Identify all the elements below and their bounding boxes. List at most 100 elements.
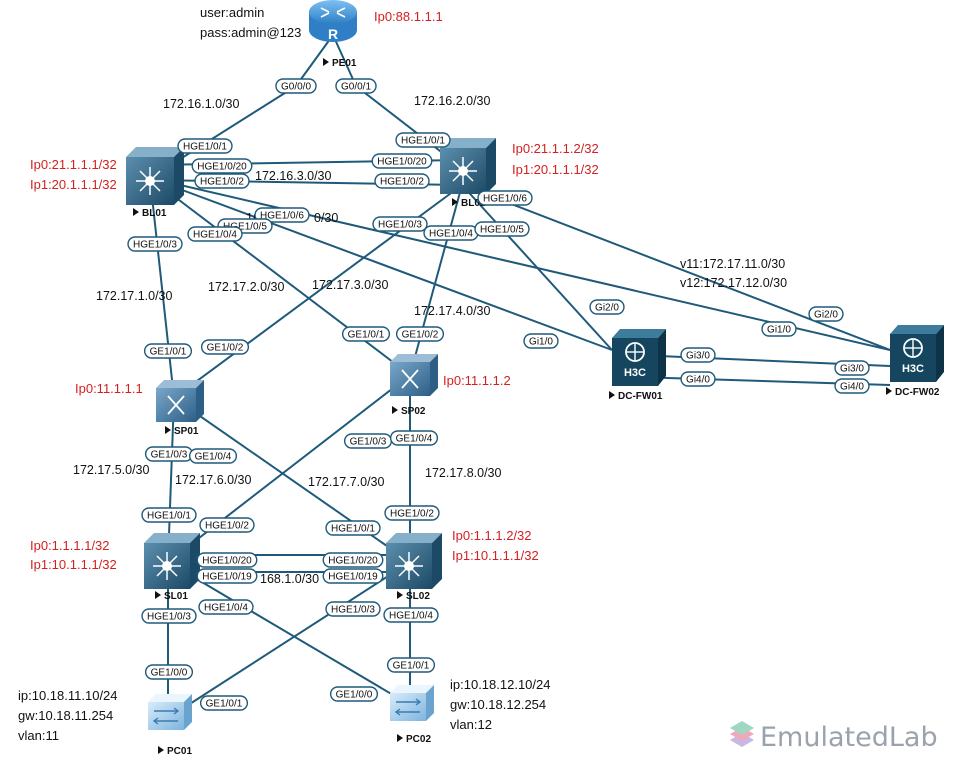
pc01-gateway: gw:10.18.11.254 [18, 708, 113, 723]
switch-icon [394, 698, 422, 716]
port-label: HGE1/0/4 [423, 225, 479, 241]
label-pe01: PE01 [323, 58, 357, 69]
subnet-label: 172.17.1.0/30 [96, 289, 173, 303]
port-label: HGE1/0/2 [384, 505, 440, 521]
subnet-label: 172.16.1.0/30 [163, 97, 240, 111]
port-label: HGE1/0/5 [474, 221, 530, 237]
subnet-label: 172.17.4.0/30 [414, 304, 491, 318]
port-label: GE1/0/3 [144, 446, 194, 462]
pc01-ip: ip:10.18.11.10/24 [18, 688, 118, 703]
port-label: HGE1/0/4 [383, 607, 439, 623]
subnet-label: 172.16.2.0/30 [414, 94, 491, 108]
port-label: HGE1/0/1 [141, 507, 197, 523]
device-dc-fw01[interactable]: H3C [612, 329, 666, 386]
port-label-text: GE1/0/1 [206, 699, 243, 710]
sl02-loopback1: Ip1:10.1.1.1/32 [452, 548, 539, 563]
port-label: HGE1/0/20 [191, 158, 253, 174]
pc02-gateway: gw:10.18.12.254 [450, 697, 546, 712]
label-sl01: SL01 [155, 591, 188, 602]
port-label: Gi1/0 [761, 321, 797, 337]
firewall-icon [625, 342, 645, 362]
port-label-text: HGE1/0/5 [223, 222, 267, 233]
port-label: HGE1/0/3 [325, 601, 381, 617]
port-label: HGE1/0/4 [198, 599, 254, 615]
port-label: Gi4/0 [834, 378, 870, 394]
port-label-text: G0/0/1 [341, 82, 371, 93]
sl02-loopback0: Ip0:1.1.1.2/32 [452, 528, 532, 543]
device-sl01[interactable] [144, 533, 200, 589]
port-label-text: GE1/0/1 [348, 330, 385, 341]
port-label-text: GE1/0/0 [151, 668, 188, 679]
device-pe01[interactable]: R [309, 0, 357, 42]
device-pc02[interactable] [390, 685, 434, 721]
device-dc-fw02[interactable]: H3C [890, 325, 944, 382]
subnet-label: 172.17.8.0/30 [425, 466, 502, 480]
port-label: HGE1/0/6 [254, 207, 310, 223]
port-label-text: HGE1/0/20 [377, 157, 427, 168]
label-dc-fw02: DC-FW02 [886, 387, 940, 398]
port-label-text: HGE1/0/5 [480, 225, 524, 236]
svg-text:BL01: BL01 [142, 208, 167, 219]
watermark: EmulatedLab [730, 721, 938, 753]
port-label: GE1/0/2 [200, 339, 250, 355]
port-label-text: Gi4/0 [686, 375, 710, 386]
port-label: GE1/0/3 [343, 433, 393, 449]
svg-text:SP01: SP01 [174, 426, 199, 437]
port-label-text: HGE1/0/2 [205, 521, 249, 532]
router-icon [167, 395, 185, 415]
port-label: HGE1/0/20 [322, 552, 384, 568]
port-label: HGE1/0/2 [194, 173, 250, 189]
svg-text:SP02: SP02 [401, 406, 426, 417]
port-label: GE1/0/4 [188, 448, 238, 464]
port-label: HGE1/0/6 [477, 190, 533, 206]
port-label: HGE1/0/1 [177, 138, 233, 154]
device-sl02[interactable] [386, 533, 442, 589]
port-label: HGE1/0/20 [371, 153, 433, 169]
port-label: Gi1/0 [523, 333, 559, 349]
sp02-loopback: Ip0:11.1.1.2 [443, 373, 511, 388]
svg-text:BL02: BL02 [461, 198, 486, 209]
bl01-loopback0: Ip0:21.1.1.1/32 [30, 157, 117, 172]
port-label: HGE1/0/3 [372, 216, 428, 232]
firewall-icon [903, 338, 923, 358]
links [149, 34, 891, 719]
port-label-text: HGE1/0/3 [147, 612, 191, 623]
port-label-text: GE1/0/4 [396, 434, 433, 445]
svg-text:PE01: PE01 [332, 58, 357, 69]
svg-text:DC-FW01: DC-FW01 [618, 391, 663, 402]
port-label: HGE1/0/19 [196, 568, 258, 584]
subnet-labels: 172.16.1.0/30 172.16.2.0/30 172.16.3.0/3… [73, 94, 787, 586]
port-label: HGE1/0/1 [325, 520, 381, 536]
port-label: HGE1/0/1 [395, 132, 451, 148]
device-pc01[interactable] [148, 694, 192, 730]
svg-text:R: R [328, 26, 338, 42]
device-sp01[interactable] [156, 380, 204, 422]
port-label-text: HGE1/0/4 [429, 229, 473, 240]
label-sp01: SP01 [165, 426, 199, 437]
port-label-text: HGE1/0/4 [204, 603, 248, 614]
subnet-label: 172.17.5.0/30 [73, 463, 150, 477]
port-label-text: HGE1/0/20 [328, 556, 378, 567]
port-label-text: Gi4/0 [840, 382, 864, 393]
device-bl01[interactable] [126, 147, 184, 205]
bl01-loopback1: Ip1:20.1.1.1/32 [30, 177, 117, 192]
port-label-text: GE1/0/3 [151, 450, 188, 461]
port-label-text: HGE1/0/1 [331, 524, 375, 535]
label-pc01: PC01 [158, 746, 192, 757]
device-bl02[interactable] [440, 138, 496, 194]
device-sp02[interactable] [390, 354, 438, 396]
port-label: Gi2/0 [589, 299, 625, 315]
sl01-loopback0: Ip0:1.1.1.1/32 [30, 538, 110, 553]
port-label-text: HGE1/0/4 [193, 230, 237, 241]
port-label-text: HGE1/0/1 [401, 136, 445, 147]
port-label-text: HGE1/0/3 [133, 240, 177, 251]
port-label: HGE1/0/4 [187, 226, 243, 242]
brand-logo: H3C [624, 367, 646, 379]
port-label-text: HGE1/0/1 [147, 511, 191, 522]
pe01-username: user:admin [200, 5, 264, 20]
device-labels: PE01 BL01 BL02 SP01 SP02 SL01 SL02 PC01 … [133, 58, 940, 757]
port-label-text: HGE1/0/3 [378, 220, 422, 231]
port-label-text: GE1/0/1 [150, 347, 187, 358]
